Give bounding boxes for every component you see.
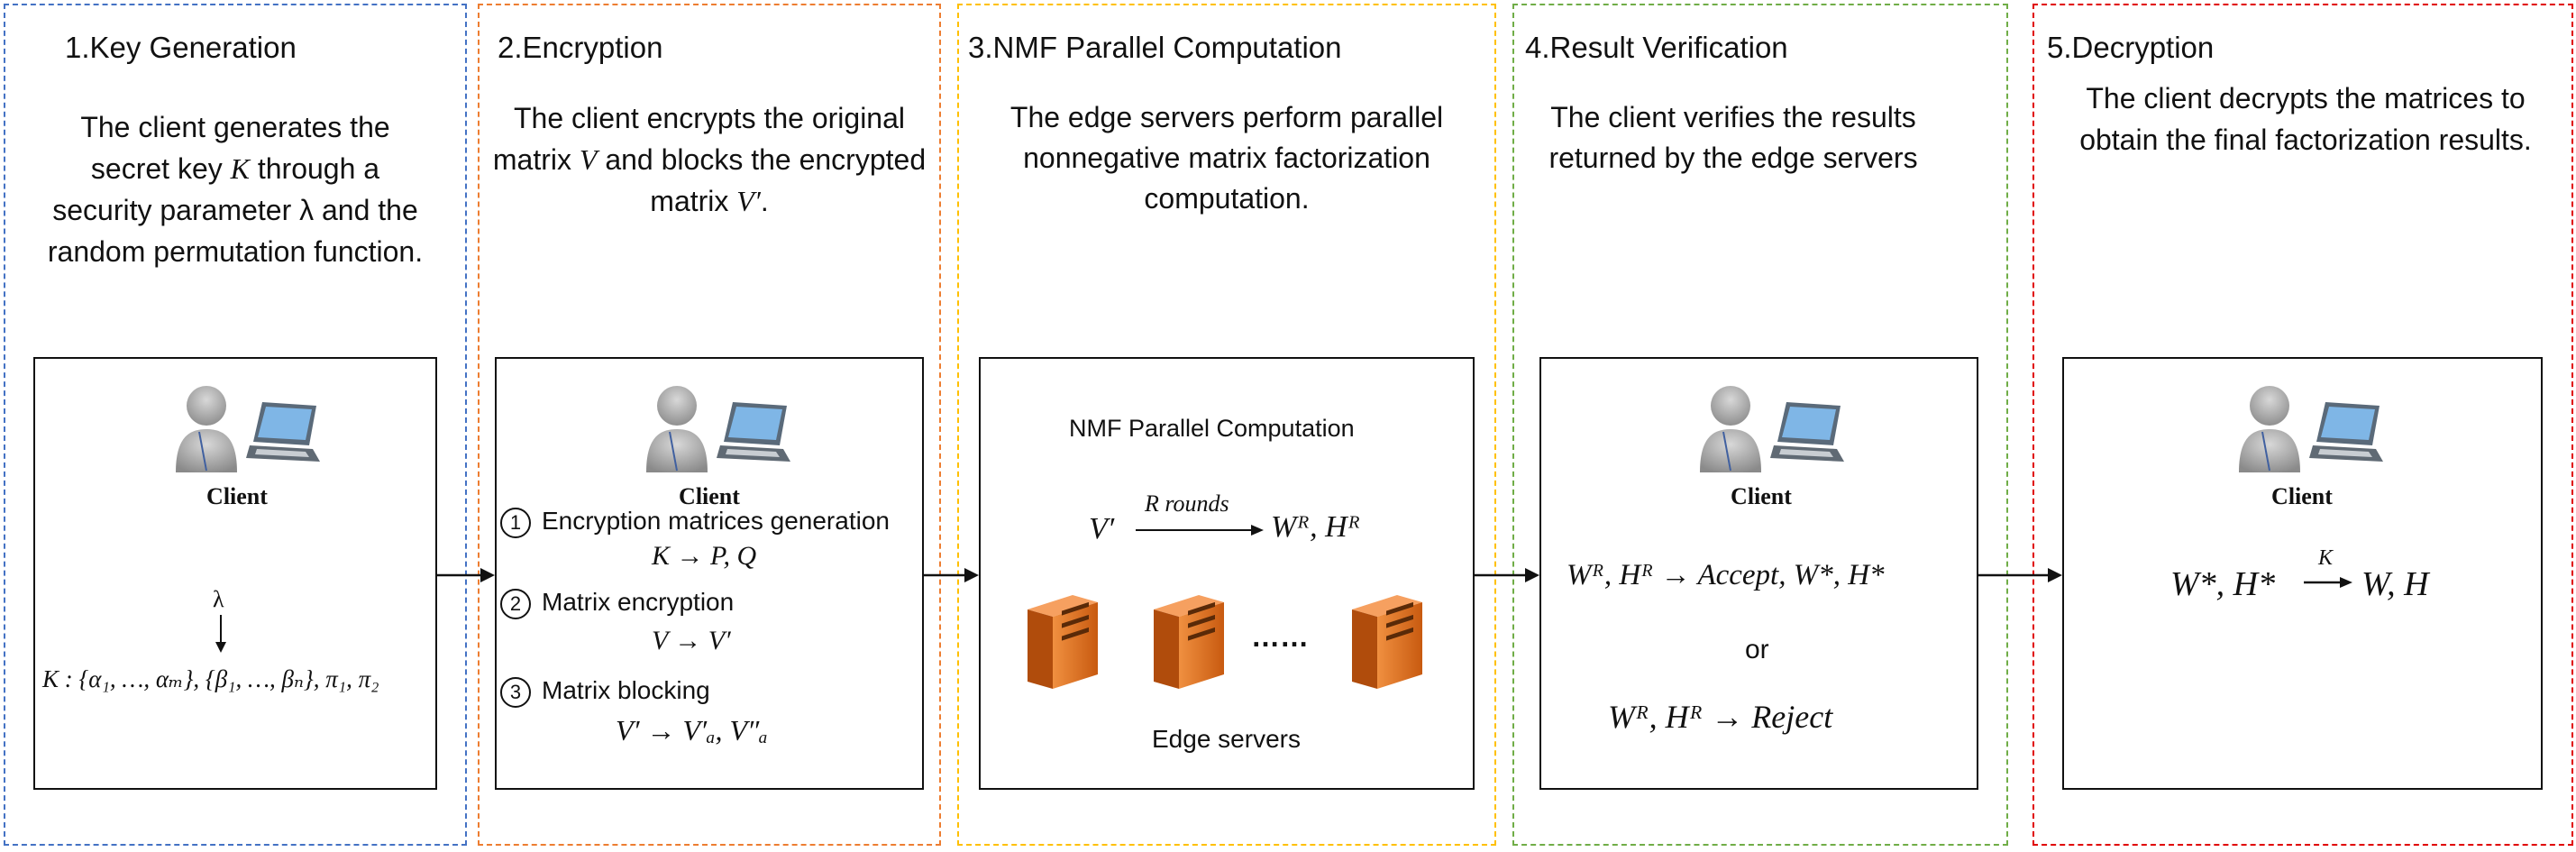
step-1-formula: K → P, Q xyxy=(652,541,757,571)
step-number: 3 xyxy=(500,676,531,708)
phase-encryption: 2.Encryption The client encrypts the ori… xyxy=(478,4,941,846)
flow-arrow xyxy=(437,568,495,582)
edge-server-icon xyxy=(1154,595,1224,689)
edge-server-icon xyxy=(1028,595,1098,689)
phase-key-generation: 1.Key Generation The client generates th… xyxy=(4,4,467,846)
reject-formula: Wᴿ, Hᴿ → Reject xyxy=(1608,699,1833,735)
flow-arrow xyxy=(924,568,979,582)
phase-decryption: 5.Decryption The client decrypts the mat… xyxy=(2032,4,2573,846)
phase-title: 1.Key Generation xyxy=(65,31,297,64)
decryption-box: Client W*, H* K W, H xyxy=(2062,357,2543,790)
rounds-label: R rounds xyxy=(1145,490,1229,517)
client-label: Client xyxy=(206,483,268,509)
decryption-rhs: W, H xyxy=(2361,565,2429,603)
client-icon xyxy=(175,385,321,472)
client-icon xyxy=(1699,385,1845,472)
accept-formula: Wᴿ, Hᴿ → Accept, W*, H* xyxy=(1567,559,1885,591)
key-generation-box: Client λ K : {α₁, …, αₘ}, {β₁, …, βₙ}, π… xyxy=(33,357,437,790)
key-formula: K : {α₁, …, αₘ}, {β₁, …, βₙ}, π₁, π₂ xyxy=(42,665,379,692)
phase-title: 4.Result Verification xyxy=(1525,31,1788,64)
lambda-symbol: λ xyxy=(213,586,224,612)
or-label: or xyxy=(1745,635,1769,664)
result-verification-box: Client Wᴿ, Hᴿ → Accept, W*, H* or Wᴿ, Hᴿ… xyxy=(1539,357,1978,790)
phase-description: The edge servers perform parallel nonneg… xyxy=(1009,101,1444,215)
phase-description: The client encrypts the original matrix … xyxy=(492,102,927,217)
down-arrow xyxy=(215,615,226,653)
nmf-parallel-computation-box: NMF Parallel Computation V′ R rounds Wᴿ,… xyxy=(979,357,1475,790)
client-icon xyxy=(645,385,791,472)
ellipsis: …… xyxy=(1251,620,1309,653)
client-label: Client xyxy=(679,483,740,509)
phase-title: 3.NMF Parallel Computation xyxy=(968,31,1342,64)
client-label: Client xyxy=(1731,483,1792,509)
flow-arrow xyxy=(1978,568,2062,582)
step-number: 2 xyxy=(500,588,531,619)
rounds-arrow xyxy=(1136,525,1264,536)
phase-title: 5.Decryption xyxy=(2047,31,2215,64)
nmf-heading: NMF Parallel Computation xyxy=(1069,415,1355,442)
decryption-key-label: K xyxy=(2318,546,2334,570)
edge-servers-label: Edge servers xyxy=(1152,725,1301,753)
nmf-rhs: Wᴿ, Hᴿ xyxy=(1271,510,1361,544)
edge-server-icon xyxy=(1352,595,1422,689)
step-3-formula: V′ → V′ₐ, V″ₐ xyxy=(616,714,768,747)
phase-description: The client decrypts the matrices to obta… xyxy=(2079,82,2532,156)
phase-title: 2.Encryption xyxy=(498,31,663,64)
client-label: Client xyxy=(2271,483,2333,509)
phase-nmf-parallel-computation: 3.NMF Parallel Computation The edge serv… xyxy=(957,4,1496,846)
client-icon xyxy=(2238,385,2384,472)
step-2-formula: V → V′ xyxy=(652,626,731,655)
flow-arrow xyxy=(1475,568,1539,582)
phase-description: The client generates the secret key K th… xyxy=(47,111,424,268)
phase-description: The client verifies the results returned… xyxy=(1548,101,1918,174)
nmf-lhs: V′ xyxy=(1089,512,1115,545)
decryption-lhs: W*, H* xyxy=(2170,565,2276,603)
phase-result-verification: 4.Result Verification The client verifie… xyxy=(1512,4,2008,846)
decryption-arrow xyxy=(2304,577,2352,588)
step-number: 1 xyxy=(500,507,531,538)
